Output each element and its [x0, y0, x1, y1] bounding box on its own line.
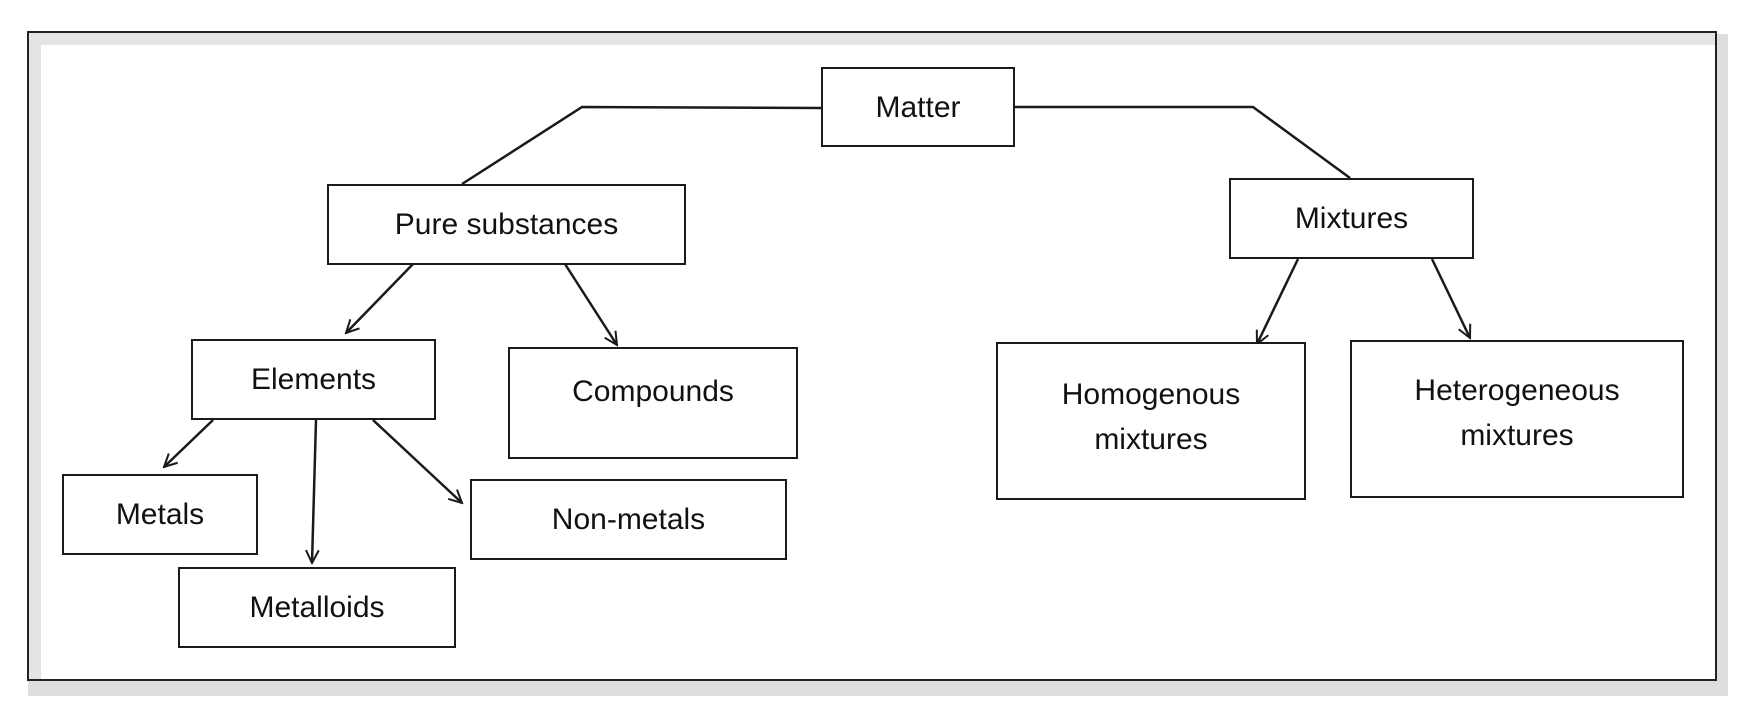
node-non-metals-label: Non-metals: [551, 503, 706, 536]
node-elements: Elements: [191, 339, 436, 420]
node-pure-substances: Pure substances: [327, 184, 686, 265]
node-mixtures: Mixtures: [1229, 178, 1474, 259]
node-non-metals: Non-metals: [470, 479, 787, 560]
edge-matter-pure-substances: [461, 105, 823, 186]
node-homogenous-mixtures: Homogenous mixtures: [996, 342, 1306, 500]
edge-elements-metals: [164, 419, 214, 467]
edge-elements-metalloids: [312, 419, 316, 563]
edge-elements-non-metals: [372, 419, 462, 503]
node-heterogeneous-mixtures: Heterogeneous mixtures: [1350, 340, 1684, 498]
node-compounds: Compounds: [508, 347, 798, 459]
node-heterogeneous-line1: Heterogeneous: [1414, 374, 1620, 407]
node-metalloids-label: Metalloids: [249, 591, 385, 624]
node-homogenous-line2: mixtures: [1094, 423, 1208, 456]
edge-pure-substances-compounds: [563, 263, 617, 345]
node-heterogeneous-line2: mixtures: [1460, 419, 1574, 452]
edge-matter-mixtures: [1015, 105, 1351, 180]
node-homogenous-line1: Homogenous: [1061, 378, 1241, 411]
frame-inner-shadow-top: [29, 33, 1715, 45]
node-metals-label: Metals: [115, 498, 205, 531]
frame-inner-shadow-left: [29, 33, 41, 679]
node-compounds-label: Compounds: [572, 374, 734, 408]
edge-pure-substances-elements: [346, 263, 414, 333]
edge-mixtures-homogenous: [1257, 258, 1300, 344]
node-matter-label: Matter: [875, 90, 961, 124]
node-elements-label: Elements: [250, 363, 377, 396]
node-matter: Matter: [821, 67, 1015, 147]
node-mixtures-label: Mixtures: [1294, 202, 1409, 235]
node-metalloids: Metalloids: [178, 567, 456, 648]
edge-mixtures-heterogeneous: [1430, 258, 1470, 338]
node-pure-substances-label: Pure substances: [394, 208, 619, 241]
node-metals: Metals: [62, 474, 258, 555]
